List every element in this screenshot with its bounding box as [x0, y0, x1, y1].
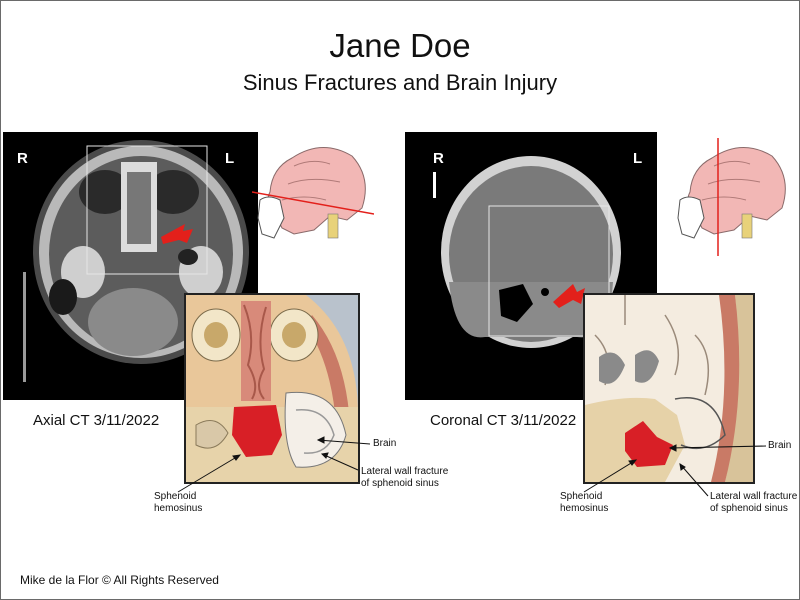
axial-ct-caption: Axial CT 3/11/2022 — [33, 412, 160, 429]
axial-ct-image: R L — [3, 132, 258, 400]
copyright-footer: Mike de la Flor © All Rights Reserved — [20, 573, 219, 587]
coronal-hemosinus-label-line1: Sphenoid — [560, 491, 603, 502]
coronal-brain-label: Brain — [768, 440, 792, 451]
coronal-fracture-label-line2: of sphenoid sinus — [710, 503, 788, 514]
page-title: Jane Doe — [329, 27, 471, 64]
coronal-fracture-label-line1: Lateral wall fracture — [710, 491, 798, 502]
coronal-anatomy-illustration — [583, 293, 755, 484]
axial-anatomy-illustration — [184, 293, 360, 484]
axial-fracture-label-line2: of sphenoid sinus — [361, 478, 439, 489]
axial-plane-skull-thumbnail — [251, 138, 375, 250]
axial-fracture-label-line1: Lateral wall fracture — [361, 466, 449, 477]
axial-left-marker: L — [225, 150, 235, 167]
axial-right-marker: R — [17, 150, 28, 167]
axial-hemosinus-label-line2: hemosinus — [154, 503, 203, 514]
coronal-hemosinus-label-line2: hemosinus — [560, 503, 609, 514]
coronal-left-marker: L — [633, 150, 643, 167]
coronal-right-marker: R — [433, 150, 444, 167]
coronal-ct-caption: Coronal CT 3/11/2022 — [430, 412, 577, 429]
page-subtitle: Sinus Fractures and Brain Injury — [242, 70, 558, 95]
axial-hemosinus-label-line1: Sphenoid — [154, 491, 197, 502]
coronal-plane-skull-thumbnail — [672, 138, 794, 258]
axial-brain-label: Brain — [373, 438, 397, 449]
